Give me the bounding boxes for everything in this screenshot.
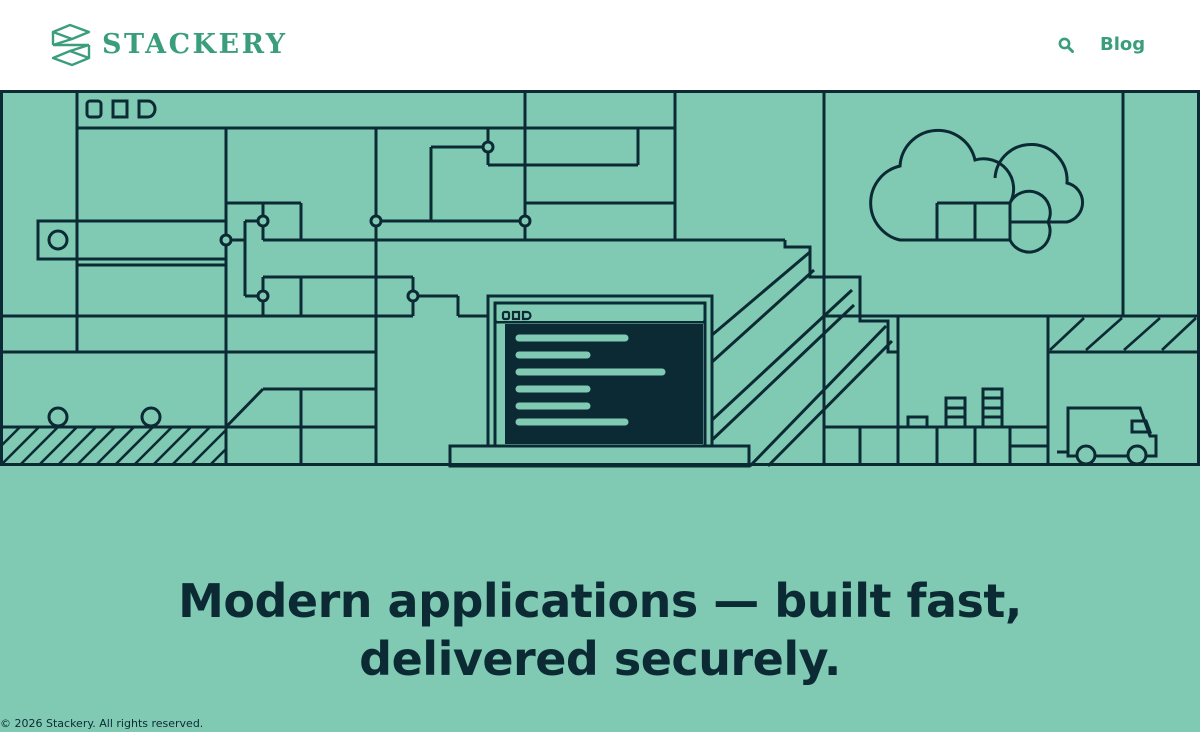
hero-section: Modern applications — built fast, delive… bbox=[0, 90, 1200, 732]
stackery-logo-icon bbox=[51, 23, 91, 67]
nav-blog-link[interactable]: Blog bbox=[1100, 34, 1146, 55]
brand-name: STACKERY bbox=[102, 29, 288, 60]
hero-headline: Modern applications — built fast, delive… bbox=[178, 574, 1022, 686]
search-icon bbox=[1058, 37, 1074, 53]
page-bottom bbox=[0, 732, 1200, 750]
hero-illustration bbox=[0, 90, 1200, 468]
footer-copyright: © 2026 Stackery. All rights reserved. bbox=[0, 717, 204, 730]
search-button[interactable] bbox=[1055, 34, 1077, 56]
site-header: STACKERY Blog bbox=[0, 0, 1200, 90]
logo-link[interactable]: STACKERY bbox=[50, 23, 287, 67]
